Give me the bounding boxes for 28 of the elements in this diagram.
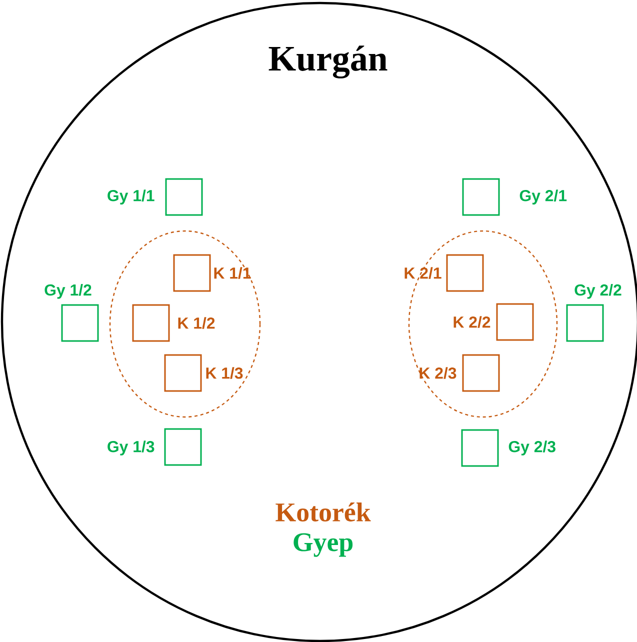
sample-square	[164, 354, 202, 392]
square-label: K 2/1	[404, 267, 442, 279]
square-label: K 1/1	[214, 267, 251, 279]
title: Kurgán	[268, 46, 388, 78]
legend-entry: Kotorék	[276, 502, 371, 522]
dashed-ellipse	[109, 230, 261, 418]
sample-square	[462, 178, 500, 216]
square-label: K 1/2	[178, 317, 215, 329]
square-label: K 1/3	[206, 367, 243, 379]
square-label: Gy 1/2	[44, 284, 92, 299]
sample-square	[566, 304, 604, 342]
square-label: Gy 2/1	[520, 190, 567, 204]
sample-square	[461, 429, 499, 467]
square-label: Gy 1/3	[108, 440, 154, 456]
square-label: Gy 2/2	[574, 284, 622, 299]
square-label: K 2/3	[420, 367, 456, 379]
legend-entry: Gyep	[294, 533, 353, 557]
sample-square	[132, 304, 170, 342]
sample-square	[164, 428, 202, 466]
square-label: Gy 2/3	[508, 440, 556, 456]
sample-square	[462, 354, 500, 392]
sample-square	[173, 254, 211, 292]
square-label: K 2/2	[454, 316, 490, 328]
sample-square	[496, 303, 534, 341]
square-label: Gy 1/1	[108, 190, 154, 204]
sample-square	[61, 304, 99, 342]
sample-square	[165, 178, 203, 216]
sample-square	[446, 254, 484, 292]
